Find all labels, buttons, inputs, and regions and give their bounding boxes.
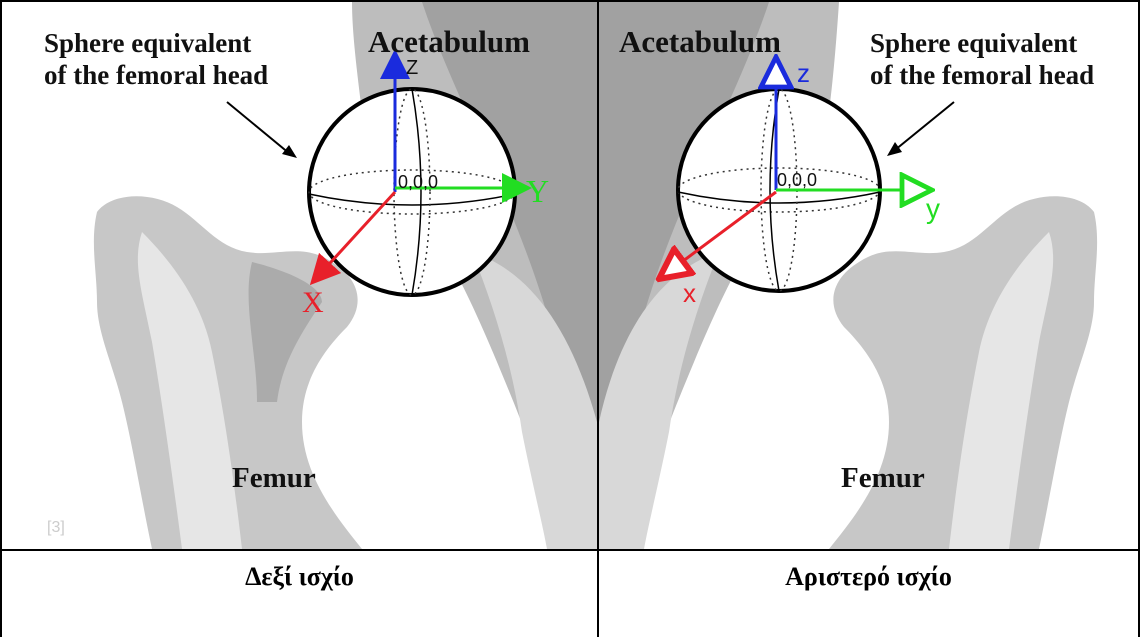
right-hip-svg: Sphere equivalent of the femoral head Ac…	[2, 2, 597, 549]
caption-left-hip: Αριστερό ισχίο	[599, 562, 1138, 592]
table-row-divider	[0, 549, 1140, 551]
femoral-head-sphere	[309, 89, 515, 295]
sphere-label-line2: of the femoral head	[44, 60, 268, 90]
origin-label: 0,0,0	[777, 170, 817, 190]
sphere-label-line2: of the femoral head	[870, 60, 1094, 90]
right-hip-diagram: Sphere equivalent of the femoral head Ac…	[2, 2, 597, 549]
axis-y-label: y	[926, 193, 940, 224]
acetabulum-label: Acetabulum	[619, 24, 781, 59]
left-hip-svg: Acetabulum Sphere equivalent of the femo…	[599, 2, 1138, 549]
acetabulum-label: Acetabulum	[368, 24, 530, 59]
axis-z-label: Z	[406, 57, 418, 79]
axis-x-label: X	[302, 286, 324, 319]
femur-label: Femur	[232, 462, 316, 494]
femur-label: Femur	[841, 462, 925, 494]
origin-label: 0,0,0	[398, 172, 438, 192]
axis-y-label: Y	[526, 173, 549, 209]
corner-mark: [3]	[47, 519, 65, 536]
sphere-label-line1: Sphere equivalent	[44, 28, 251, 58]
caption-right-hip: Δεξί ισχίο	[2, 562, 597, 592]
axis-x-label: x	[683, 278, 696, 308]
axis-z-label: z	[797, 58, 810, 88]
sphere-label-line1: Sphere equivalent	[870, 28, 1077, 58]
left-hip-diagram: Acetabulum Sphere equivalent of the femo…	[599, 2, 1138, 549]
